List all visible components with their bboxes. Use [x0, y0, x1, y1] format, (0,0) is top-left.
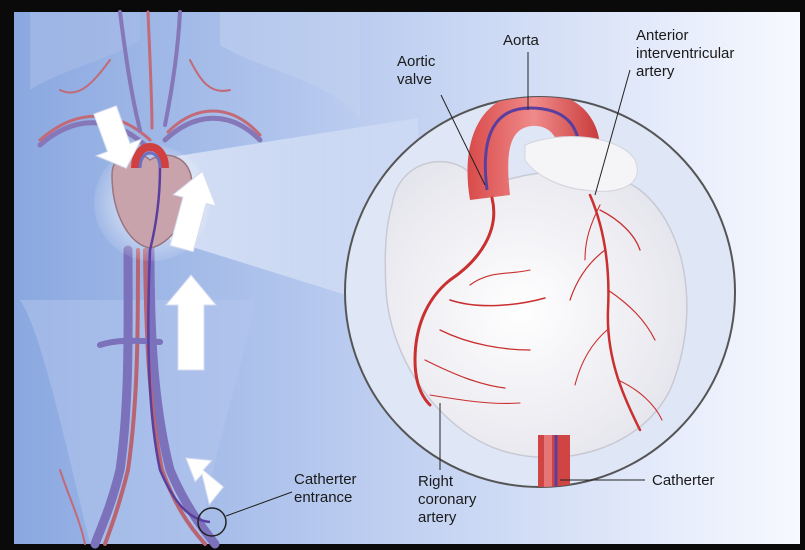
label-aorta: Aorta [503, 32, 540, 49]
label-catheter-entrance: Catherter entrance [294, 471, 361, 506]
label-catheter: Catherter [652, 472, 715, 489]
